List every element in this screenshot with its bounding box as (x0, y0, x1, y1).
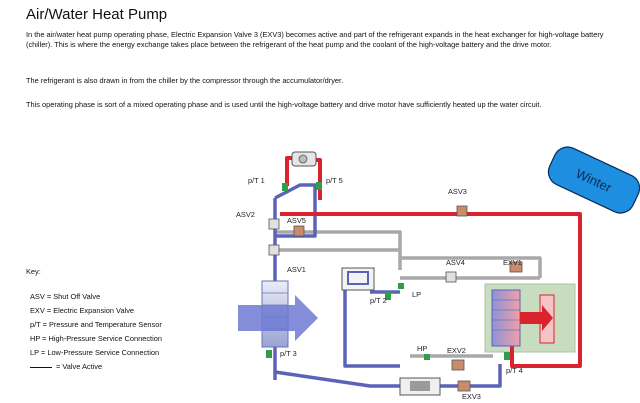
pt-sensor-icons (266, 182, 510, 360)
key-item-hp: HP = High-Pressure Service Connection (30, 334, 162, 343)
operating-phase-paragraph: This operating phase is sort of a mixed … (26, 100, 542, 109)
label-exv3: EXV3 (462, 392, 481, 401)
key-item-valve-active: = Valve Active (30, 360, 162, 374)
valve-asv4-icon (445, 271, 457, 283)
label-pt1: p/T 1 (248, 176, 265, 185)
key-title: Key: (26, 267, 41, 276)
label-asv2: ASV2 (236, 210, 255, 219)
label-asv1: ASV1 (287, 265, 306, 274)
label-exv2: EXV2 (447, 346, 466, 355)
valve-exv3-icon (457, 380, 471, 392)
label-asv5: ASV5 (287, 216, 306, 225)
label-pt5: p/T 5 (326, 176, 343, 185)
label-asv4: ASV4 (446, 258, 465, 267)
label-pt2: p/T 2 (370, 296, 387, 305)
key-item-exv: EXV = Electric Expansion Valve (30, 306, 134, 315)
label-pt4: p/T 4 (506, 366, 523, 375)
label-lp: LP (412, 290, 421, 299)
key-item-asv: ASV = Shut Off Valve (30, 292, 101, 301)
compressor-icon (291, 151, 317, 167)
key-item-lp: LP = Low-Pressure Service Connection (30, 348, 160, 357)
valve-asv1-icon (268, 244, 280, 256)
label-hp: HP (417, 344, 427, 353)
refrigerant-paragraph: The refrigerant is also drawn in from th… (26, 76, 344, 85)
page-title: Air/Water Heat Pump (26, 6, 168, 23)
label-exv1: EXV1 (503, 258, 522, 267)
valve-exv1-icon (509, 261, 523, 273)
valve-asv5-icon (293, 225, 305, 237)
lower-exchanger-icon (399, 377, 441, 396)
chiller-flow-arrow-icon (520, 305, 553, 331)
label-asv3: ASV3 (448, 187, 467, 196)
valve-exv2-icon (451, 359, 465, 371)
air-flow-arrow-icon (238, 295, 318, 341)
winter-badge: Winter (547, 146, 640, 214)
valve-asv2-icon (268, 218, 280, 230)
intro-paragraph: In the air/water heat pump operating pha… (26, 30, 604, 50)
key-item-valve-active-label: = Valve Active (56, 362, 103, 371)
label-pt3: p/T 3 (280, 349, 297, 358)
active-line-icon (30, 366, 52, 368)
key-list: ASV = Shut Off Valve EXV = Electric Expa… (30, 290, 162, 374)
key-item-pt: p/T = Pressure and Temperature Sensor (30, 320, 162, 329)
valve-asv3-icon (456, 205, 468, 217)
accumulator-icon (341, 267, 375, 291)
chiller-icon (491, 289, 555, 347)
